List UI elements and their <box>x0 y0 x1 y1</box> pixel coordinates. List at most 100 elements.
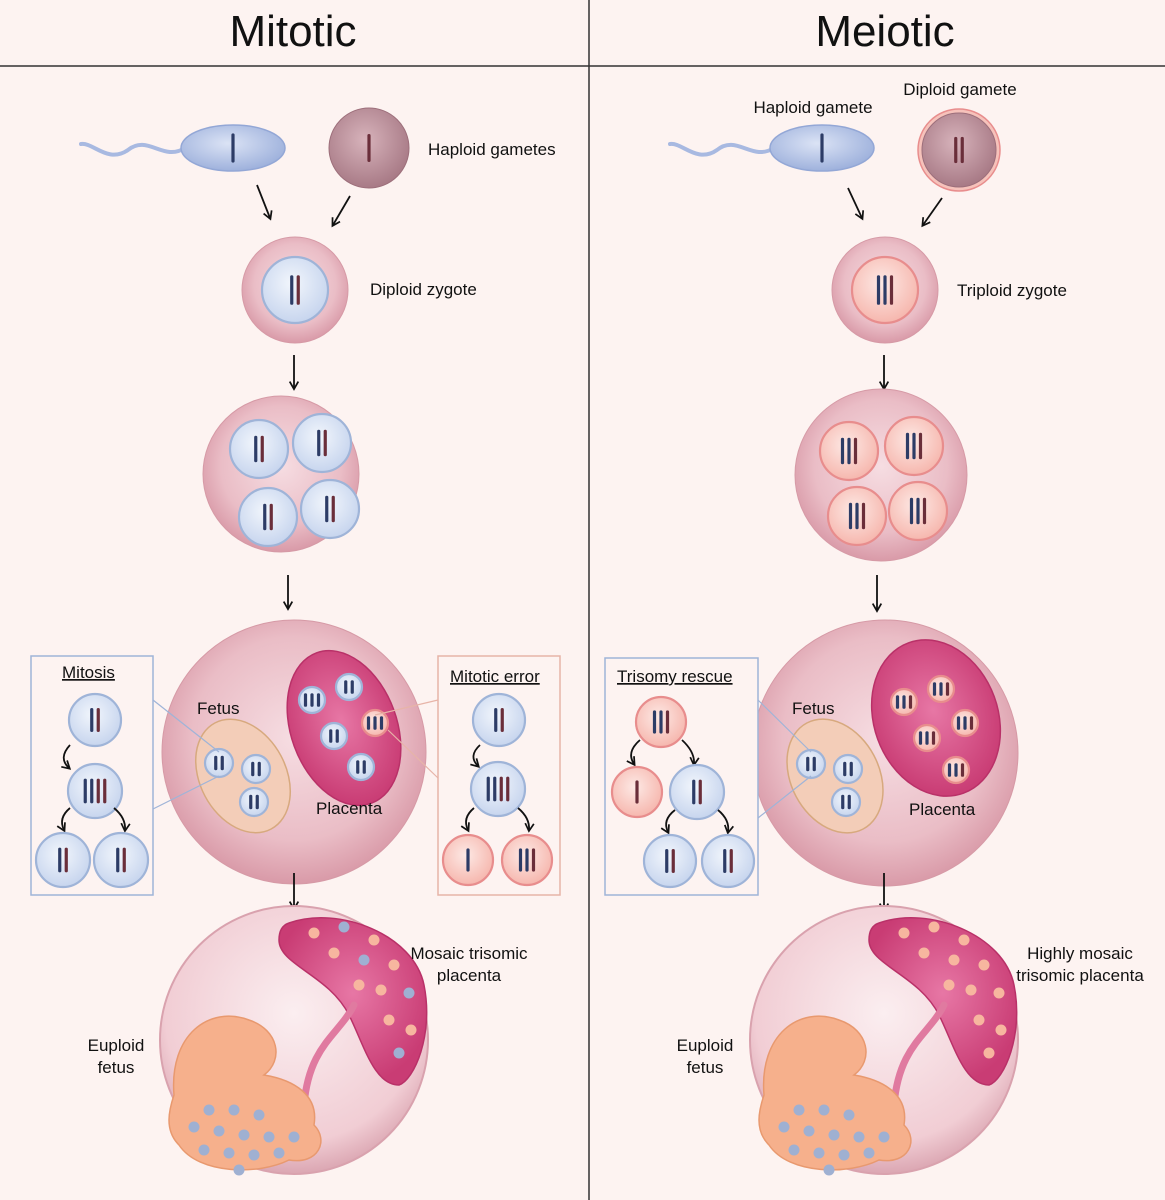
fetus-cell-dot <box>253 1109 265 1121</box>
diploid-cell <box>34 831 92 889</box>
diploid-cell <box>832 753 864 785</box>
fetus-cell-dot <box>223 1147 235 1159</box>
diploid-cell <box>830 786 862 818</box>
diploid-cell <box>238 786 270 818</box>
placenta-cell-dot <box>958 934 970 946</box>
fetus-cell-dot <box>188 1121 200 1133</box>
highly-mosaic-placenta-line2: trisomic placenta <box>1016 966 1144 985</box>
diploid-cell <box>795 748 827 780</box>
gamete-merge-arrow <box>331 195 351 228</box>
callout-line <box>757 699 812 753</box>
fetus-cell-dot <box>263 1131 275 1143</box>
fetus-cell-dot <box>803 1125 815 1137</box>
fetus-cell-dot <box>778 1121 790 1133</box>
diploid-cell <box>92 831 150 889</box>
callout-line <box>387 729 439 779</box>
placenta-cell-dot <box>978 959 990 971</box>
placenta-organ <box>278 917 428 1086</box>
placenta-cell-dot <box>308 927 320 939</box>
mitosis-arrow <box>113 807 131 833</box>
diploid-cell <box>67 692 123 748</box>
right-euploid-fetus-line1: Euploid <box>677 1036 734 1055</box>
diploid-gamete-label: Diploid gamete <box>903 80 1016 99</box>
fetus-cell-dot <box>203 1104 215 1116</box>
placenta-cell-dot <box>918 947 930 959</box>
placenta-cell-dot <box>328 947 340 959</box>
fetus-cell-dot <box>823 1164 835 1176</box>
left-placenta-label: Placenta <box>316 799 383 818</box>
diploid-cell <box>228 418 290 480</box>
placenta-cell-dot <box>353 979 365 991</box>
mitosis-arrow <box>56 807 71 833</box>
fetus-cell-dot <box>238 1129 250 1141</box>
diploid-cell <box>237 486 299 548</box>
diploid-cell <box>203 747 235 779</box>
diploid-cell <box>319 721 349 751</box>
diploid-cell <box>642 833 698 889</box>
fetus-cell-dot <box>828 1129 840 1141</box>
rescue-arrow <box>626 739 641 767</box>
fetus-cell-dot <box>818 1104 830 1116</box>
callout-line <box>152 775 220 810</box>
right-euploid-fetus-line2: fetus <box>687 1058 724 1077</box>
diploid-cell <box>291 412 353 474</box>
left-panel-title: Mitotic <box>229 7 356 56</box>
placenta-cell-dot <box>388 959 400 971</box>
placenta-cell-dot <box>928 921 940 933</box>
fetus-cell-dot <box>843 1109 855 1121</box>
fetus-cell-dot <box>198 1144 210 1156</box>
fetus-cell-dot <box>788 1144 800 1156</box>
diploid-cell <box>334 672 364 702</box>
embryo <box>758 1015 912 1171</box>
diploid-cell <box>346 752 376 782</box>
placenta-organ <box>868 917 1018 1086</box>
callout-line <box>374 699 439 716</box>
callout-line <box>152 699 220 753</box>
diploid-zygote-label: Diploid zygote <box>370 280 477 299</box>
fetus-cell-dot <box>838 1149 850 1161</box>
fetus-cell-dot <box>878 1131 890 1143</box>
diploid-cell <box>469 760 527 818</box>
right-panel-title: Meiotic <box>815 7 954 56</box>
placenta-cell-dot <box>405 1024 417 1036</box>
placenta-cell-dot <box>973 1014 985 1026</box>
haploid-gametes-label: Haploid gametes <box>428 140 556 159</box>
rescue-arrow <box>681 739 700 767</box>
left-fetus-label: Fetus <box>197 699 240 718</box>
mitotic-error-inset-title: Mitotic error <box>450 667 540 686</box>
illustration-layer <box>30 107 1019 1176</box>
left-euploid-fetus-line2: fetus <box>98 1058 135 1077</box>
mosaic-placenta-line1: Mosaic trisomic <box>410 944 528 963</box>
placenta-cell-dot <box>943 979 955 991</box>
mitotic-error-arrow <box>460 807 475 833</box>
mitosis-arrow <box>61 744 72 770</box>
placenta-cell-dot <box>368 934 380 946</box>
fetus-cell-dot <box>863 1147 875 1159</box>
callout-line <box>757 775 812 819</box>
gamete-merge-arrow <box>256 184 273 221</box>
fetus-cell-dot <box>248 1149 260 1161</box>
rescue-arrow <box>717 809 734 835</box>
placental-cell-zone-right <box>870 639 1002 797</box>
diploid-cell <box>240 753 272 785</box>
placenta-cell-dot <box>993 987 1005 999</box>
placenta-cell-dot <box>393 1047 405 1059</box>
haploid-gamete-label: Haploid gamete <box>753 98 872 117</box>
placenta-cell-dot <box>948 954 960 966</box>
placenta-cell-dot <box>983 1047 995 1059</box>
sperm-haploid-tail <box>79 141 187 157</box>
fetus-cell-dot <box>813 1147 825 1159</box>
diploid-cell <box>299 478 361 540</box>
umbilical-cord <box>300 1001 358 1109</box>
placenta-cell-dot <box>383 1014 395 1026</box>
diploid-cell <box>700 833 756 889</box>
diploid-cell <box>66 762 124 820</box>
fetus-cell-dot <box>213 1125 225 1137</box>
fetus-cell-dot <box>288 1131 300 1143</box>
gamete-merge-arrow <box>921 197 943 228</box>
fetus-cell-dot <box>233 1164 245 1176</box>
sperm-haploid-right-tail <box>668 141 776 157</box>
fetus-cell-dot <box>228 1104 240 1116</box>
